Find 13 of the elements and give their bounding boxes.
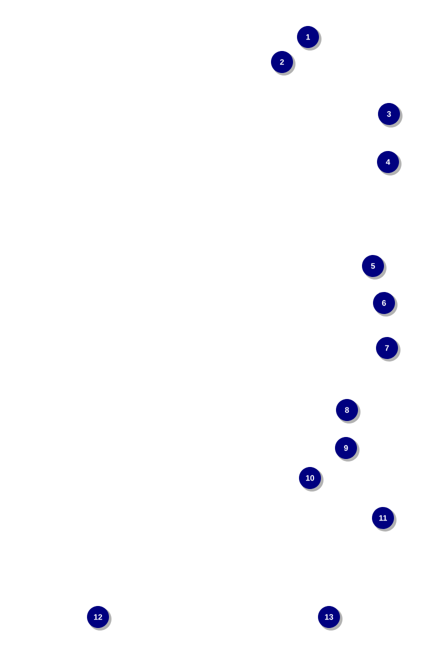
callout-number: 11 <box>372 507 396 532</box>
callout-number: 4 <box>377 151 402 176</box>
callout-number: 2 <box>271 51 296 76</box>
callout-number: 6 <box>373 292 398 316</box>
callout-number: 9 <box>335 437 360 462</box>
callout-number: 12 <box>87 606 112 630</box>
callout-number: 8 <box>336 399 360 424</box>
callout-number: 3 <box>378 103 402 128</box>
callout-number: 10 <box>299 467 324 492</box>
callout-number: 13 <box>318 606 342 630</box>
callout-number: 1 <box>297 26 322 50</box>
callout-number: 7 <box>376 337 400 362</box>
callout-number: 5 <box>362 255 386 280</box>
